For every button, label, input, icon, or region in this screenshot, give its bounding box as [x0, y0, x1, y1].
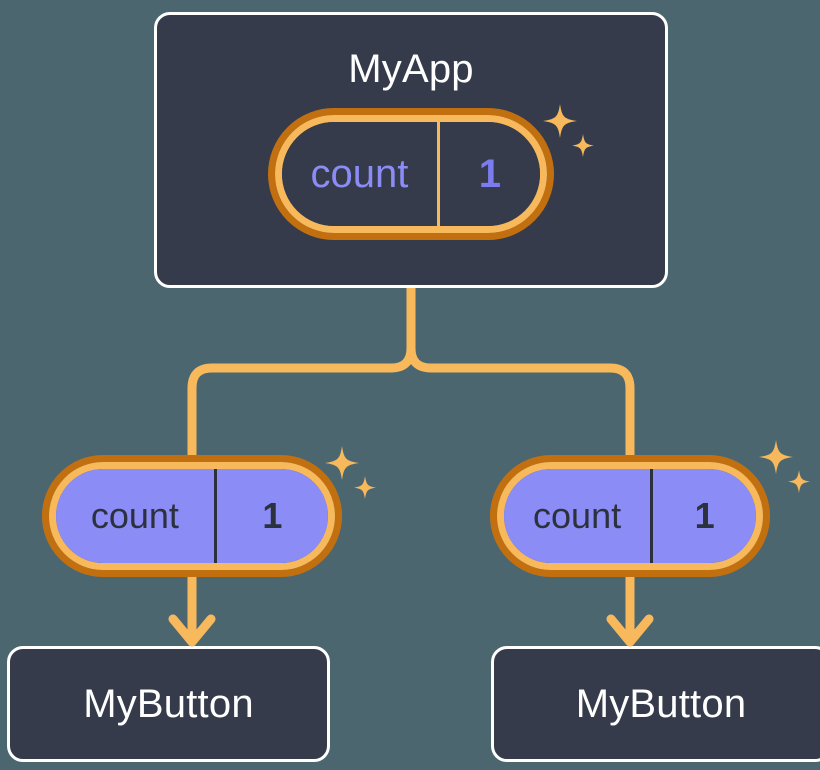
- state-key-label: count: [90, 495, 179, 536]
- pill-body: count 1: [56, 469, 328, 563]
- pill-inner-ring: [497, 462, 763, 570]
- pill-inner-ring: [275, 115, 547, 233]
- state-key-label: count: [533, 495, 622, 536]
- pill-outer-ring: [42, 455, 342, 577]
- state-value-label: 1: [436, 122, 540, 226]
- parent-state-pill[interactable]: count 1: [268, 108, 554, 240]
- child-state-pill-right[interactable]: count 1: [490, 455, 770, 577]
- pill-inner-ring: [49, 462, 335, 570]
- pill-outer-ring: [490, 455, 770, 577]
- pill-body: count 1: [504, 469, 756, 563]
- child-component-card-right[interactable]: MyButton: [491, 646, 820, 762]
- state-value-label: 1: [213, 469, 328, 563]
- child-component-title: MyButton: [575, 681, 747, 726]
- pill-body: count 1: [282, 122, 540, 226]
- child-state-pill-left[interactable]: count 1: [42, 455, 342, 577]
- state-value-label: 1: [650, 469, 756, 563]
- child-component-title: MyButton: [83, 681, 254, 726]
- connector-branch-left: [187, 347, 416, 470]
- page-title: MyApp: [348, 47, 474, 91]
- child-component-card-left[interactable]: MyButton: [7, 646, 330, 762]
- state-key-label: count: [310, 151, 409, 196]
- pill-outer-ring: [268, 108, 554, 240]
- connector-branch-right: [406, 347, 635, 470]
